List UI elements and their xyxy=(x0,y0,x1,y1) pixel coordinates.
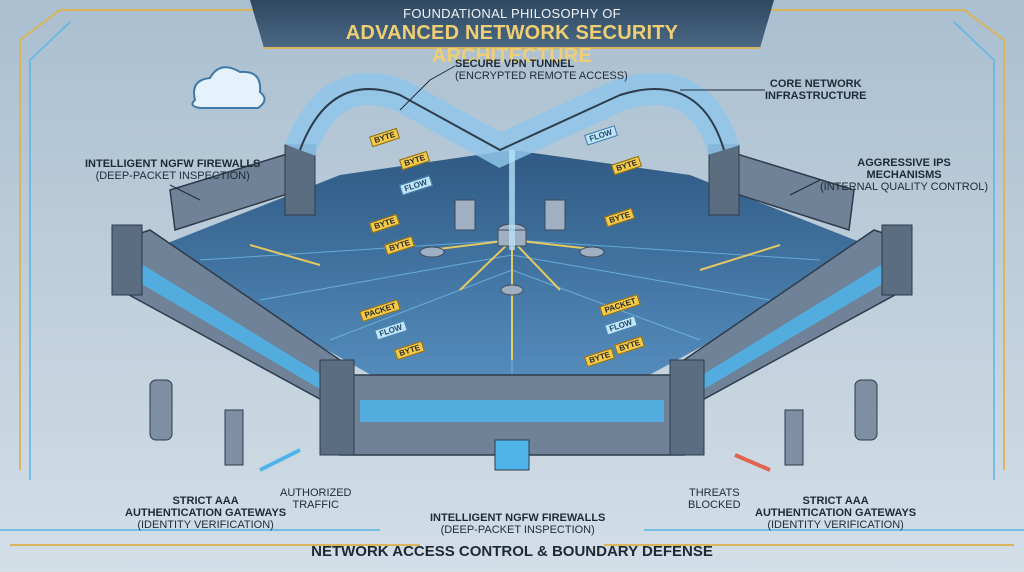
title-banner xyxy=(250,0,774,48)
label-ngfw-top: INTELLIGENT NGFW FIREWALLS(DEEP-PACKET I… xyxy=(85,158,261,182)
frame-lines xyxy=(10,9,1014,546)
cloud-icon xyxy=(191,66,266,109)
wall-towers xyxy=(111,144,913,471)
label-ngfw-bottom: INTELLIGENT NGFW FIREWALLS(DEEP-PACKET I… xyxy=(430,512,606,536)
title-banner: FOUNDATIONAL PHILOSOPHY OF ADVANCED NETW… xyxy=(270,0,754,67)
servers xyxy=(419,199,605,296)
footer-caption: NETWORK ACCESS CONTROL & BOUNDARY DEFENS… xyxy=(311,543,713,560)
label-vpn: SECURE VPN TUNNEL(ENCRYPTED REMOTE ACCES… xyxy=(455,58,628,82)
guard-figures xyxy=(149,379,878,466)
page-title: ADVANCED NETWORK SECURITY ARCHITECTURE xyxy=(345,22,679,67)
subtitle: FOUNDATIONAL PHILOSOPHY OF xyxy=(403,6,621,21)
